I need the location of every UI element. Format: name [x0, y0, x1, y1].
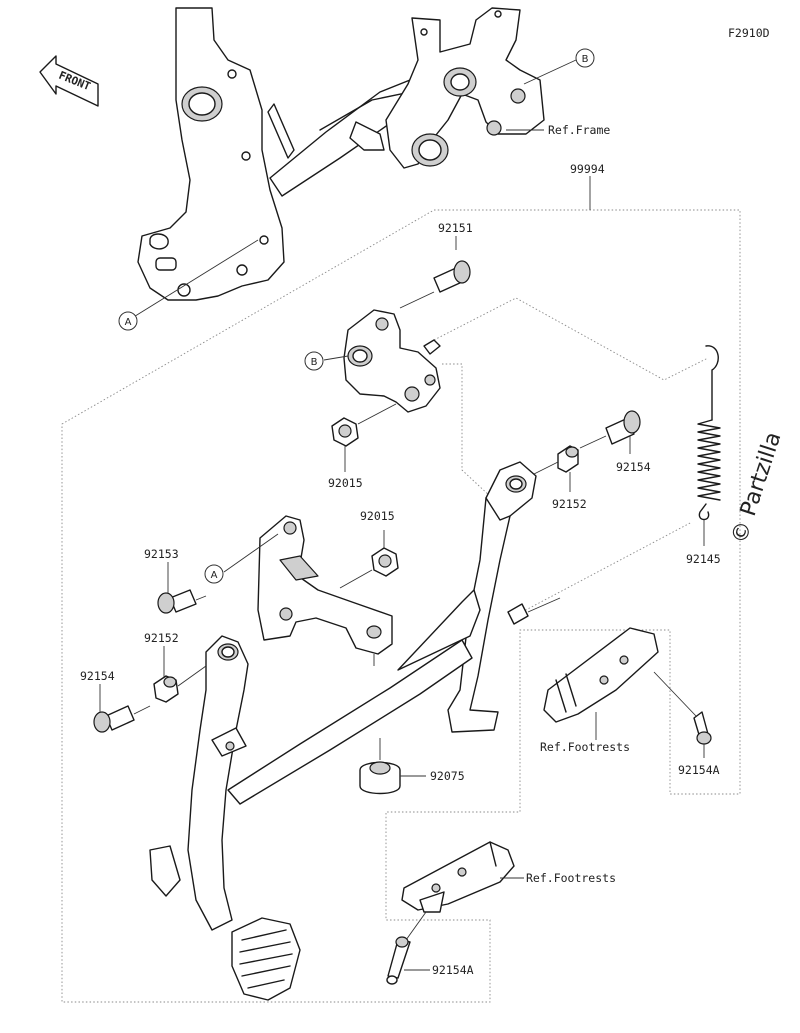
svg-text:A: A [125, 317, 132, 328]
upper-bracket [343, 309, 441, 413]
label-92154-lower: 92154 [80, 669, 115, 683]
front-arrow-icon: FRONT [39, 55, 99, 107]
bolt-92153 [157, 589, 197, 614]
label-92152-upper: 92152 [552, 497, 587, 511]
callout-b-upper: B [575, 48, 595, 68]
footrest-right [543, 627, 659, 723]
label-ref-footrests-bottom: Ref.Footrests [526, 871, 616, 885]
callout-a-upper: A [118, 311, 138, 331]
label-92015-lower: 92015 [360, 509, 395, 523]
leader-callout-b-lower [323, 355, 349, 361]
label-92075: 92075 [430, 769, 465, 783]
figure-code: F2910D [728, 26, 770, 40]
collar-92152-lower [153, 675, 179, 703]
label-92151: 92151 [438, 221, 473, 235]
leader-callout-b-upper [523, 59, 577, 85]
rubber-92075 [359, 761, 401, 795]
collar-92152-upper [557, 445, 579, 473]
bolt-92154a-right [693, 711, 712, 745]
bolt-92154-lower [93, 705, 135, 733]
label-ref-footrests-right: Ref.Footrests [540, 740, 630, 754]
callout-b-lower: B [304, 351, 324, 371]
center-stand [149, 461, 537, 1001]
nut-92015-upper [331, 417, 359, 447]
leader-callout-a-upper [131, 239, 259, 319]
label-92154a-bottom: 92154A [432, 963, 474, 977]
label-92154-upper: 92154 [616, 460, 651, 474]
label-92153: 92153 [144, 547, 179, 561]
pedal [231, 917, 301, 1001]
label-ref-frame: Ref.Frame [548, 123, 610, 137]
callout-a-lower: A [204, 564, 224, 584]
lower-bracket [257, 515, 393, 655]
label-92152-lower: 92152 [144, 631, 179, 645]
bolt-92154-upper [605, 410, 641, 445]
label-92145: 92145 [686, 552, 721, 566]
watermark: © Partzilla [727, 429, 787, 547]
label-99994: 99994 [570, 162, 605, 176]
svg-text:B: B [582, 54, 589, 65]
svg-text:A: A [211, 570, 218, 581]
nut-92015-lower [371, 547, 399, 577]
label-92015-upper: 92015 [328, 476, 363, 490]
label-92154a-right: 92154A [678, 763, 720, 777]
svg-text:B: B [311, 357, 318, 368]
leader-callout-a-lower [223, 533, 279, 573]
spring-92145 [697, 345, 721, 521]
footrest-bottom [401, 841, 515, 913]
frame-drawing [137, 7, 545, 301]
bolt-92151 [433, 260, 471, 293]
bolt-92154a-bottom [386, 936, 411, 985]
